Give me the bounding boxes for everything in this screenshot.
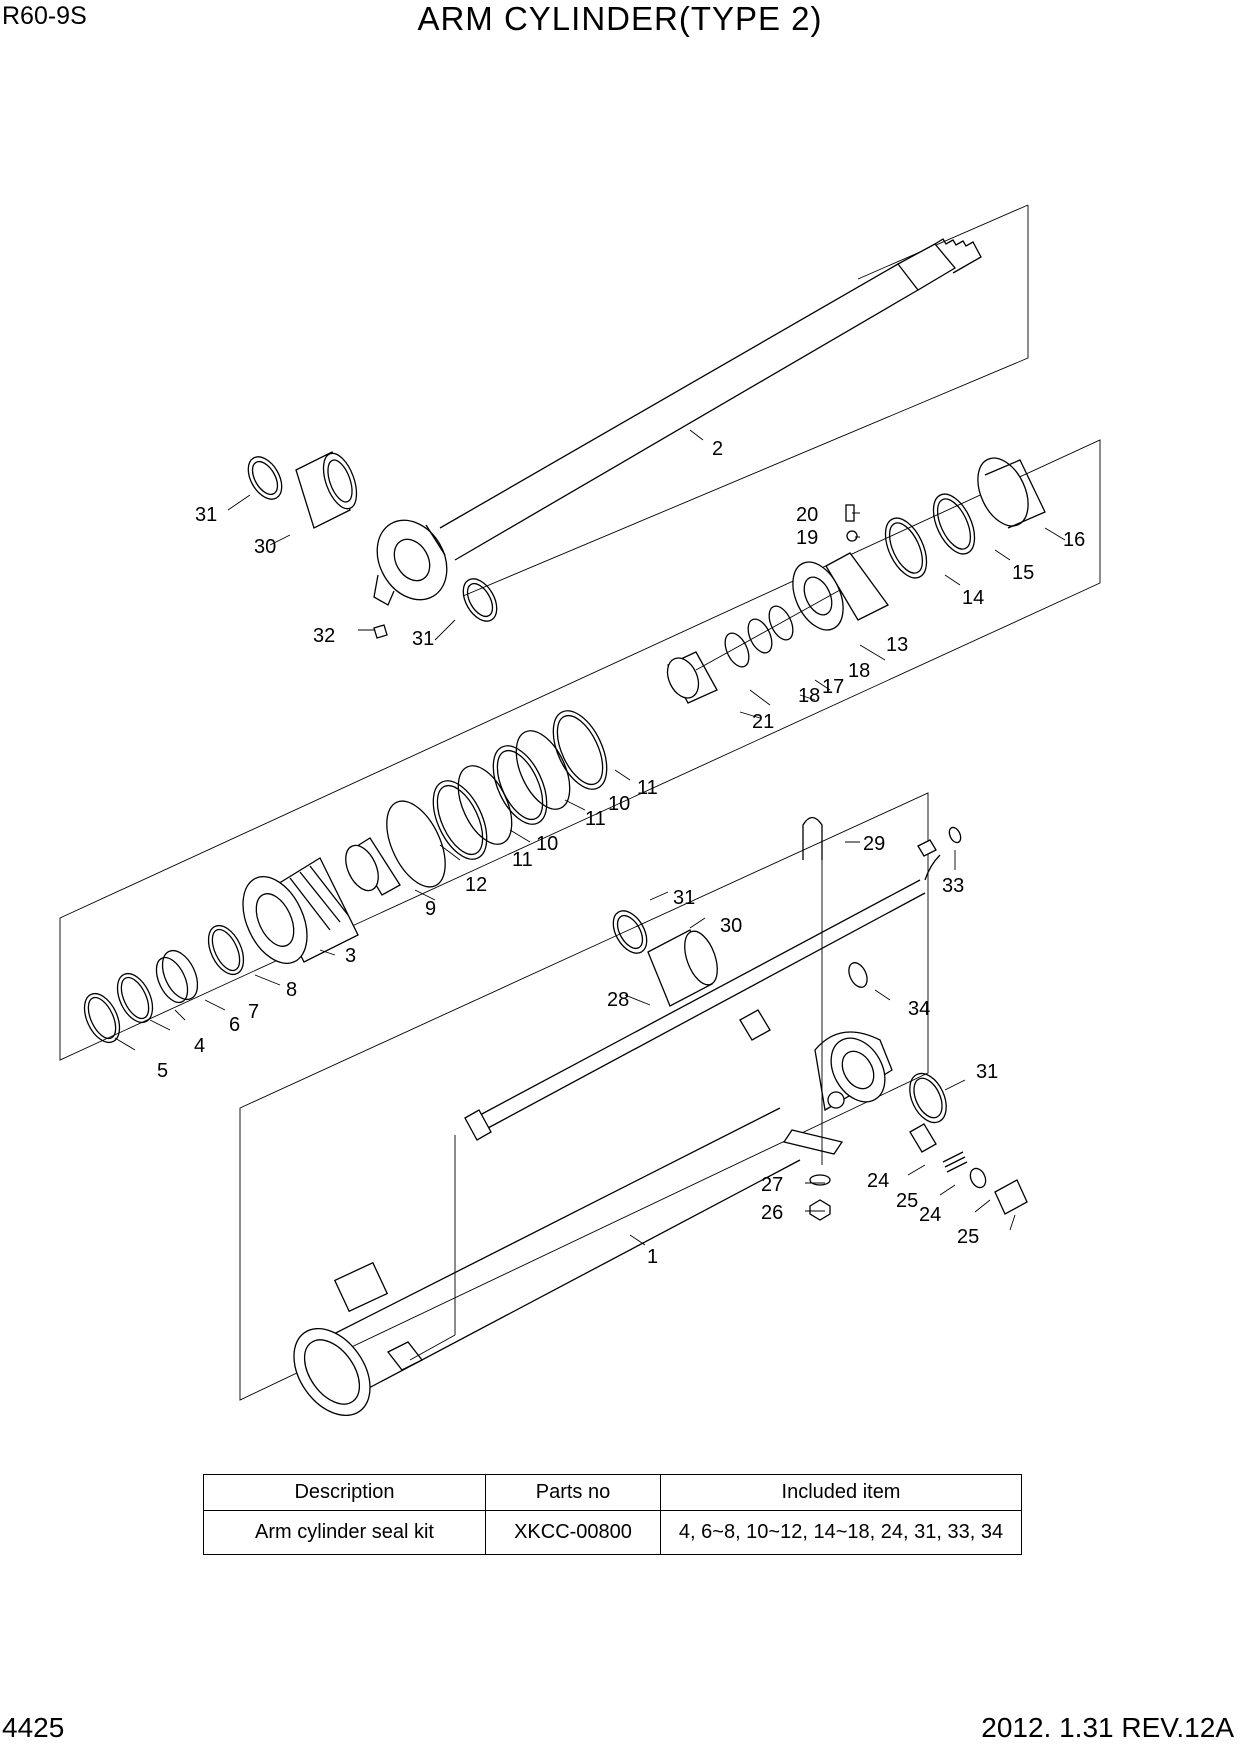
callout-2: 2	[712, 438, 723, 460]
callout-20: 20	[796, 504, 818, 526]
seal-kit-table: Description Parts no Included item Arm c…	[203, 1474, 1022, 1555]
callout-25: 25	[957, 1226, 979, 1248]
callout-31: 31	[195, 504, 217, 526]
callout-3: 3	[345, 945, 356, 967]
callout-9: 9	[425, 898, 436, 920]
page-title: ARM CYLINDER(TYPE 2)	[417, 0, 823, 37]
callout-24: 24	[919, 1204, 941, 1226]
callout-16: 16	[1063, 529, 1085, 551]
callout-6: 6	[229, 1014, 240, 1036]
cylinder-tube	[293, 839, 941, 1417]
cell-parts-no: XKCC-00800	[485, 1510, 661, 1555]
callout-10: 10	[608, 793, 630, 815]
callout-7: 7	[248, 1001, 259, 1023]
callout-11: 11	[637, 777, 658, 799]
callout-18: 18	[798, 685, 820, 707]
frame-outlines	[59, 204, 1101, 1401]
callout-28: 26	[761, 1202, 783, 1224]
callout-22: 24	[867, 1170, 889, 1192]
callout-31: 31	[412, 628, 434, 650]
piston-rod	[373, 238, 982, 606]
table-header-row: Description Parts no Included item	[203, 1474, 1022, 1511]
column-header-included-item: Included item	[660, 1474, 1022, 1511]
callout-31: 31	[976, 1061, 998, 1083]
callout-30: 30	[254, 536, 276, 558]
callout-14: 14	[962, 587, 984, 609]
piston-assembly	[666, 457, 1046, 704]
table-row: Arm cylinder seal kit XKCC-00800 4, 6~8,…	[203, 1510, 1022, 1555]
rod-end-bushings	[247, 451, 498, 639]
model-code: R60-9S	[2, 2, 87, 30]
callout-5: 5	[157, 1060, 168, 1082]
callout-27: 29	[863, 833, 885, 855]
callout-13: 13	[886, 634, 908, 656]
callout-8: 8	[286, 979, 297, 1001]
callout-32: 32	[313, 625, 335, 647]
revision-label: 2012. 1.31 REV.12A	[981, 1712, 1234, 1743]
page-number: 4425	[2, 1712, 65, 1743]
callout-11: 11	[585, 808, 606, 830]
callout-19: 19	[796, 527, 818, 549]
column-header-parts-no: Parts no	[485, 1474, 661, 1511]
callout-15: 15	[1012, 562, 1034, 584]
hardware-parts	[612, 816, 1028, 1221]
callout-26: 28	[607, 989, 629, 1011]
callout-21: 21	[752, 711, 774, 733]
callout-1: 1	[647, 1246, 658, 1268]
callout-17: 17	[822, 676, 844, 698]
callout-30: 30	[720, 915, 742, 937]
callout-31: 31	[673, 887, 695, 909]
callout-33: 33	[942, 875, 964, 897]
callout-12: 12	[465, 874, 487, 896]
callout-labels: 2 31 30 32 31 20 19 16 15 14 13 18 17 18…	[157, 438, 1085, 1268]
leader-lines	[114, 429, 1066, 1246]
callout-29: 27	[761, 1174, 783, 1196]
callout-11: 11	[512, 849, 533, 871]
callout-34: 34	[908, 998, 930, 1020]
callout-10: 10	[536, 833, 558, 855]
cell-description: Arm cylinder seal kit	[203, 1510, 486, 1555]
callout-4: 4	[194, 1035, 205, 1057]
callout-23: 25	[896, 1190, 918, 1212]
column-header-description: Description	[203, 1474, 486, 1511]
callout-18: 18	[848, 660, 870, 682]
seal-rings	[83, 710, 608, 1044]
cell-included-item: 4, 6~8, 10~12, 14~18, 24, 31, 33, 34	[660, 1510, 1022, 1555]
